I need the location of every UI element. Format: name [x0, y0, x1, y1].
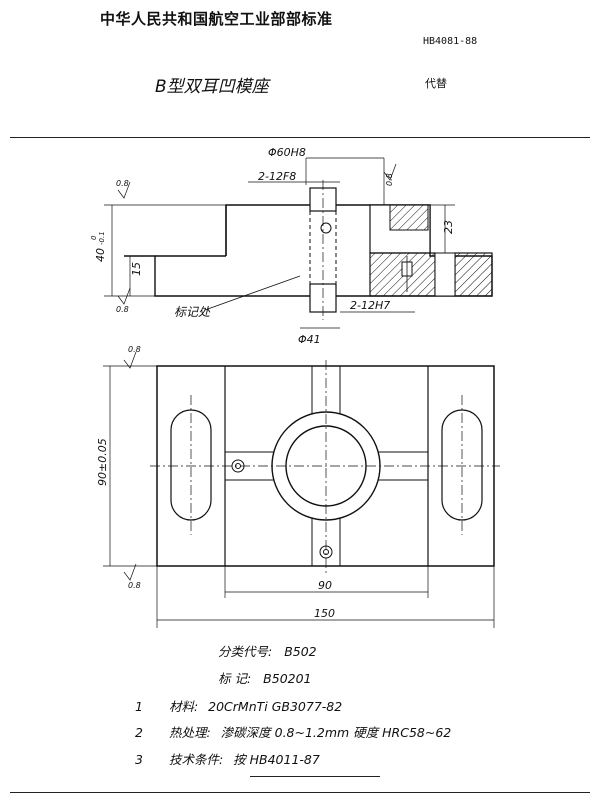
dim-90-tolerance: 90±0.05 — [96, 438, 109, 486]
surface-finish-d: 0.8 — [128, 345, 141, 354]
footer-rule — [10, 792, 590, 793]
side-view — [124, 180, 493, 320]
note-item-2: 2 热处理: 渗碳深度 0.8~1.2mm 硬度 HRC58~62 — [135, 725, 452, 740]
surface-finish-a: 0.8 — [116, 179, 129, 188]
note-text: 20CrMnTi GB3077-82 — [208, 699, 343, 714]
document-title: B型双耳凹模座 — [155, 77, 269, 97]
header-rule — [10, 137, 590, 138]
dim-40: 40 — [94, 248, 107, 262]
note-number: 2 — [135, 725, 143, 740]
dim-phi60: Φ60H8 — [268, 146, 306, 159]
mark-value: B50201 — [263, 671, 312, 686]
dim-2-12f8: 2-12F8 — [258, 170, 296, 183]
dim-90: 90 — [318, 579, 332, 592]
note-label: 技术条件 — [168, 752, 219, 767]
class-code-row: 分类代号: B502 — [218, 644, 317, 659]
note-text: 按 HB4011-87 — [233, 752, 320, 767]
surface-finish-b: 0.8 — [385, 173, 394, 186]
top-dimensions — [103, 351, 495, 628]
note-label: 材料 — [168, 699, 194, 714]
dim-23: 23 — [442, 220, 455, 234]
mark-row: 标 记: B50201 — [218, 671, 312, 686]
dim-15: 15 — [130, 262, 143, 276]
surface-finish-e: 0.8 — [128, 581, 141, 590]
note-number: 1 — [135, 699, 143, 714]
dim-40-tol-upper: 0 — [90, 235, 98, 240]
mark-label: 标 记 — [218, 671, 247, 686]
side-dimensions — [104, 157, 455, 329]
standard-number: HB4081-88 — [423, 36, 478, 47]
class-code-value: B502 — [284, 644, 317, 659]
dim-150: 150 — [314, 607, 335, 620]
top-view — [150, 360, 500, 575]
marking-location-label: 标记处 — [174, 305, 211, 319]
note-label: 热处理 — [168, 725, 207, 740]
note-item-3: 3 技术条件: 按 HB4011-87 — [135, 752, 320, 767]
org-title: 中华人民共和国航空工业部部标准 — [100, 10, 333, 28]
class-code-label: 分类代号 — [218, 644, 269, 659]
note-text: 渗碳深度 0.8~1.2mm 硬度 HRC58~62 — [220, 725, 452, 740]
note-item-1: 1 材料: 20CrMnTi GB3077-82 — [135, 699, 343, 714]
dim-phi41: Φ41 — [298, 333, 321, 346]
note-number: 3 — [135, 752, 143, 767]
surface-finish-c: 0.8 — [116, 305, 129, 314]
replaces-label: 代替 — [425, 77, 447, 90]
dim-40-tol-lower: -0.1 — [98, 231, 106, 245]
dim-2-12h7: 2-12H7 — [350, 299, 390, 312]
notes-end-rule — [250, 776, 380, 777]
